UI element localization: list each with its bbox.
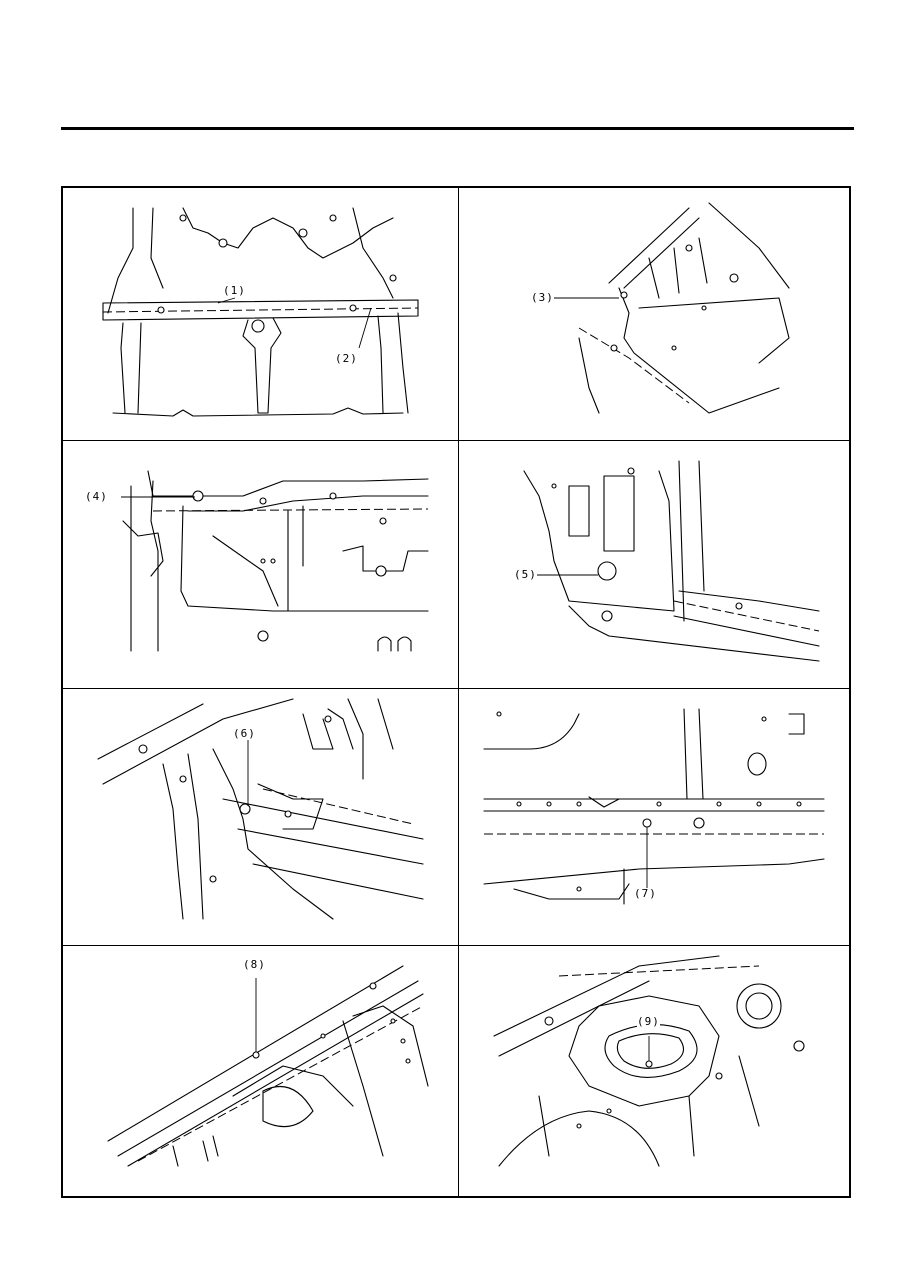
rear-wheel-house-drawing xyxy=(493,955,805,1167)
grid-row-divider-2 xyxy=(63,688,849,689)
callout-5: (5) xyxy=(514,568,537,581)
dash-frame-junction-drawing xyxy=(97,698,424,920)
strut-tower-side-drawing xyxy=(121,470,429,652)
figure-panel-1: (1) (2) xyxy=(63,188,458,440)
side-rail-drawing xyxy=(483,708,825,905)
front-frame-drawing xyxy=(102,207,419,417)
grid-center-divider xyxy=(458,188,459,1196)
callout-8: (8) xyxy=(243,958,266,971)
figure-panel-2: (3) xyxy=(459,188,853,440)
callout-9: (9) xyxy=(637,1015,660,1028)
grid-row-divider-1 xyxy=(63,440,849,441)
roof-side-rail-drawing xyxy=(107,965,429,1167)
callout-2: (2) xyxy=(335,352,358,365)
grid-row-divider-3 xyxy=(63,945,849,946)
figure-panel-3: (4) xyxy=(63,441,458,688)
callout-7: (7) xyxy=(634,887,657,900)
callout-1: (1) xyxy=(223,284,246,297)
figure-panel-6: (7) xyxy=(459,689,853,945)
figure-panel-8: (9) xyxy=(459,946,853,1198)
callout-6: (6) xyxy=(233,727,256,740)
figure-panel-4: (5) xyxy=(459,441,853,688)
side-sill-drawing xyxy=(552,202,790,414)
front-pillar-lower-drawing xyxy=(523,460,820,662)
header-rule xyxy=(61,127,854,130)
figure-panel-5: (6) xyxy=(63,689,458,945)
figure-panel-7: (8) xyxy=(63,946,458,1198)
callout-3: (3) xyxy=(531,291,554,304)
callout-4: (4) xyxy=(85,490,108,503)
figure-grid: (1) (2) (3) xyxy=(61,186,851,1198)
